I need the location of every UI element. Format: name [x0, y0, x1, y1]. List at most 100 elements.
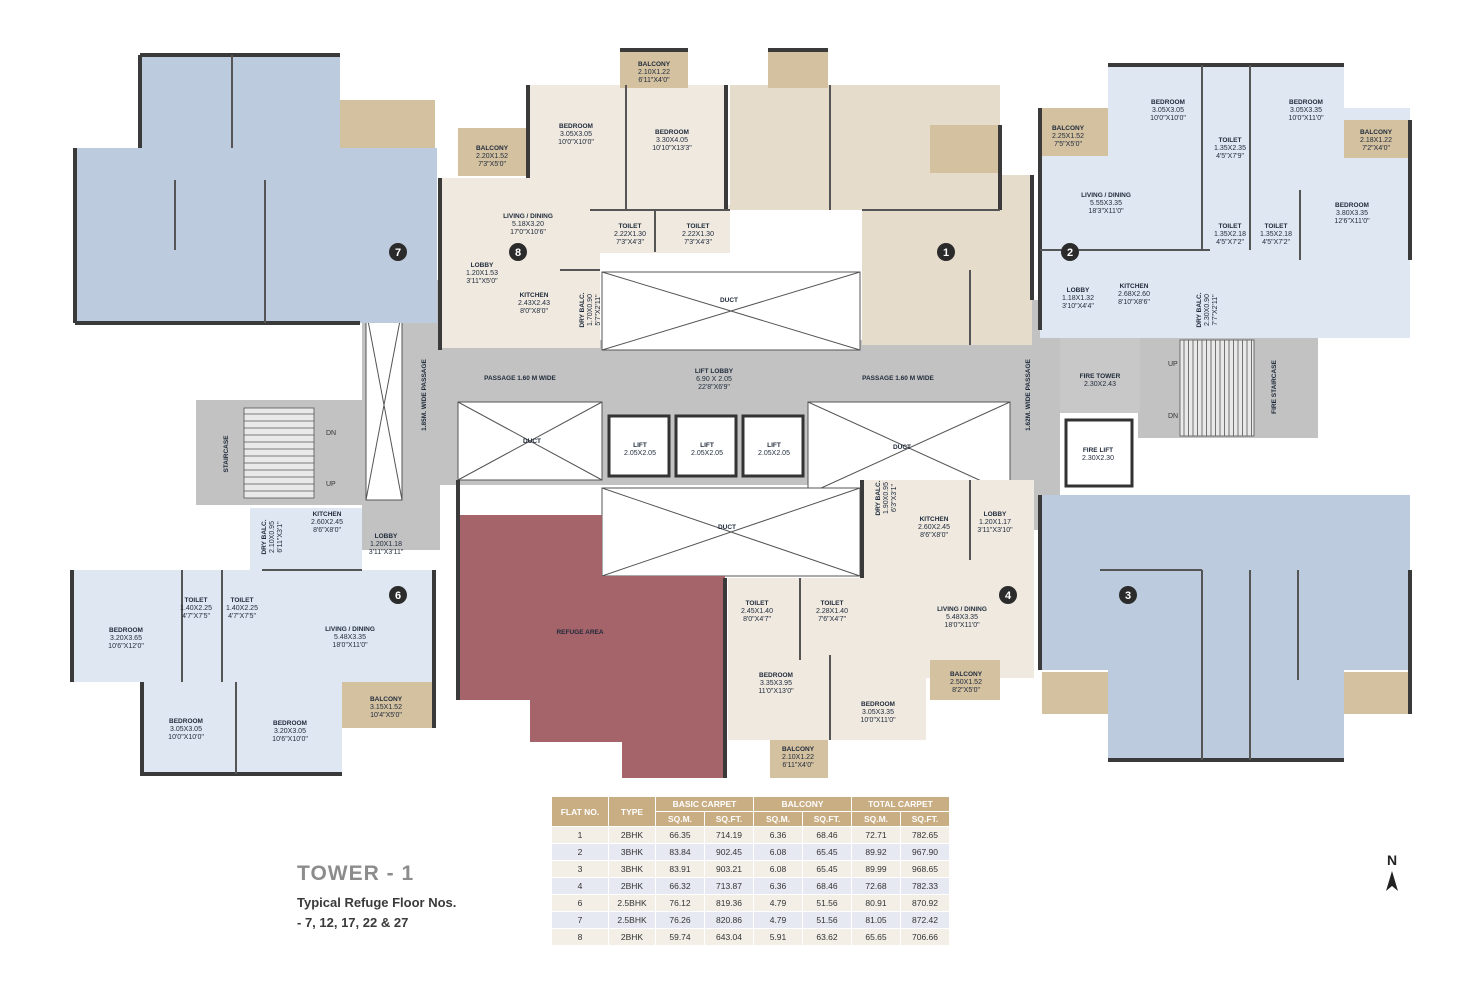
room-dimension: 5.48X3.35: [946, 614, 978, 621]
room-dimension: 2.22X1.30: [682, 231, 714, 238]
room-name: BEDROOM: [1151, 99, 1185, 106]
room-name: TOILET: [687, 223, 710, 230]
room-name: REFUGE AREA: [556, 629, 603, 636]
refuge-area: [458, 515, 725, 778]
table-cell-type: 2BHK: [609, 929, 655, 945]
room-name: LIFT LOBBY: [695, 368, 734, 375]
room-dimension: 3.30X4.05: [656, 137, 688, 144]
table-cell-basic-sqft: 643.04: [705, 929, 753, 945]
room-name: LOBBY: [984, 511, 1007, 518]
table-cell-basic-sqft: 713.87: [705, 878, 753, 894]
room-dimension: 18'3"X11'0": [1088, 208, 1124, 215]
table-cell-bal-sqft: 68.46: [803, 878, 851, 894]
table-cell-basic-sqm: 59.74: [656, 929, 704, 945]
room-dimension: 8'2"X5'0": [952, 687, 980, 694]
room-dimension: 2.60X2.45: [918, 524, 950, 531]
room-name: TOILET: [1219, 223, 1242, 230]
room-dimension: 2.50X1.52: [950, 679, 982, 686]
room-label: DUCT: [893, 444, 911, 451]
room-name: BEDROOM: [655, 129, 689, 136]
lifts: [607, 414, 1134, 488]
table-cell-total-sqm: 89.99: [852, 861, 900, 877]
room-name: TOILET: [231, 597, 254, 604]
flat-number-1: 1: [943, 247, 949, 259]
room-label: DUCT: [523, 438, 541, 445]
table-cell-basic-sqft: 902.45: [705, 844, 753, 860]
table-cell-flat: 2: [552, 844, 608, 860]
room-dimension: 18'0"X11'0": [944, 622, 980, 629]
table-cell-basic-sqm: 83.91: [656, 861, 704, 877]
table-cell-bal-sqm: 6.36: [754, 827, 802, 843]
room-label: DRY BALC.2.10X0.956'11"X3'1": [261, 519, 284, 554]
floors-line: - 7, 12, 17, 22 & 27: [297, 915, 409, 930]
table-cell-total-sqft: 872.42: [901, 912, 949, 928]
room-dimension: 3'11"X5'0": [466, 278, 498, 285]
table-cell-bal-sqft: 65.45: [803, 861, 851, 877]
room-dimension: 2.30X2.43: [1084, 381, 1116, 388]
room-dimension: 7'5"X5'0": [1054, 141, 1082, 148]
room-name: LOBBY: [1067, 287, 1090, 294]
room-dimension: 3.80X3.35: [1336, 210, 1368, 217]
room-name: BALCONY: [476, 145, 509, 152]
sub-sqft: SQ.FT.: [705, 812, 753, 826]
room-name: TOILET: [1265, 223, 1288, 230]
walls: [70, 48, 1412, 778]
room-dimension: 2.05X2.05: [691, 450, 723, 457]
room-name: BALCONY: [1360, 129, 1393, 136]
room-name: KITCHEN: [520, 292, 549, 299]
room-dimension: 7'7"X2'11": [1212, 294, 1219, 326]
flat-number-6: 6: [395, 590, 401, 602]
table-cell-total-sqft: 967.90: [901, 844, 949, 860]
room-name: STAIRCASE: [223, 435, 230, 473]
room-dimension: 10'0"X10'0": [168, 734, 204, 741]
room-dimension: 3.20X3.65: [110, 635, 142, 642]
table-cell-total-sqft: 968.65: [901, 861, 949, 877]
table-cell-type: 2.5BHK: [609, 912, 655, 928]
room-name: KITCHEN: [920, 516, 949, 523]
room-name: LIVING / DINING: [325, 626, 375, 633]
room-name: DRY BALC.: [1196, 292, 1203, 327]
room-label: DRY BALC.1.70X0.905'7"X2'11": [579, 292, 602, 327]
room-dimension: 10'0"X10'0": [1150, 115, 1186, 122]
room-dimension: 5.48X3.35: [334, 634, 366, 641]
sub-sqm: SQ.M.: [754, 812, 802, 826]
room-label: FIRE STAIRCASE: [1271, 359, 1278, 413]
room-dimension: 2.68X2.60: [1118, 291, 1150, 298]
table-cell-bal-sqm: 6.36: [754, 878, 802, 894]
room-name: DUCT: [718, 524, 736, 531]
room-name: DUCT: [893, 444, 911, 451]
room-dimension: 1.20X1.17: [979, 519, 1011, 526]
table-cell-bal-sqm: 4.79: [754, 895, 802, 911]
flat-number-8: 8: [515, 247, 521, 259]
room-name: BALCONY: [950, 671, 983, 678]
room-dimension: 5'7"X2'11": [595, 294, 602, 326]
stair-dn-left: DN: [326, 430, 336, 437]
room-dimension: 2.28X1.40: [816, 608, 848, 615]
room-name: LIFT: [767, 442, 781, 449]
stair-up-right: UP: [1168, 361, 1178, 368]
room-name: BALCONY: [1052, 125, 1085, 132]
flat-marker-circle: [999, 586, 1017, 604]
room-name: TOILET: [185, 597, 208, 604]
col-basic-carpet: BASIC CARPET: [656, 797, 753, 811]
room-dimension: 6'11"X3'1": [277, 521, 284, 553]
